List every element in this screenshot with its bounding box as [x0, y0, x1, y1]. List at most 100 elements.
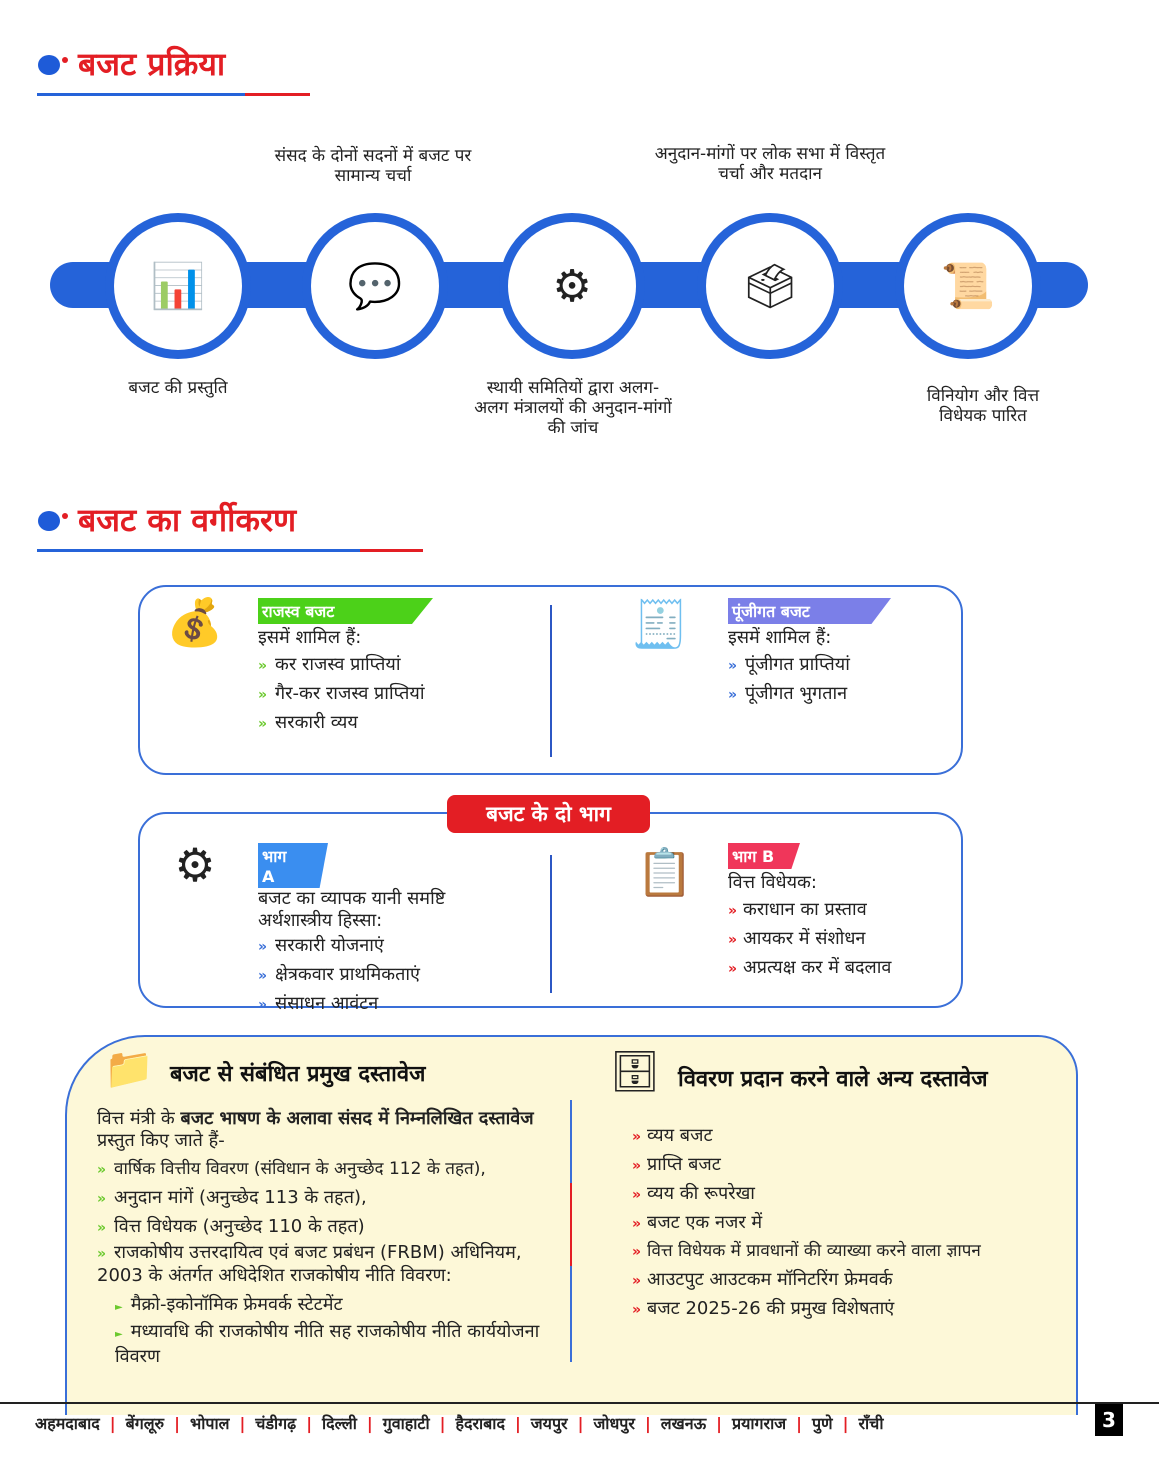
sub-item: मैक्रो-इकोनॉमिक फ्रेमवर्क स्टेटमेंट: [115, 1291, 557, 1321]
capital-tag: पूंजीगत बजट: [728, 598, 891, 624]
list-item: व्यय की रूपरेखा: [632, 1180, 981, 1209]
left-doc-title: बजट से संबंधित प्रमुख दस्तावेज: [170, 1062, 426, 1087]
separator: |: [366, 1413, 373, 1433]
revenue-tag: राजस्व बजट: [258, 598, 433, 624]
divider: [550, 605, 552, 757]
intro-text: बजट का व्यापक यानी समष्टि अर्थशास्त्रीय …: [258, 888, 446, 931]
step-2-label: संसद के दोनों सदनों में बजट पर सामान्य च…: [274, 146, 472, 186]
separator: |: [439, 1413, 446, 1433]
receipt-cash-icon: 🧾: [631, 597, 689, 651]
logo-icon: [38, 509, 68, 531]
part-a-tag: भाग A: [258, 843, 328, 888]
bill-gavel-icon: 📜: [904, 222, 1032, 350]
footer-city: जोधपुर: [593, 1414, 635, 1433]
section-title-budget-process: बजट प्रक्रिया: [38, 42, 225, 85]
footer-city: पुणे: [811, 1414, 833, 1433]
list-item: वार्षिक वित्तीय विवरण (संविधान के अनुच्छ…: [97, 1156, 557, 1184]
part-b: भाग B वित्त विधेयक: कराधान का प्रस्ताव आ…: [728, 843, 891, 983]
step-4-label: अनुदान-मांगों पर लोक सभा में विस्तृत चर्…: [654, 144, 886, 184]
separator: |: [514, 1413, 521, 1433]
step-4-circle: 🗳: [697, 213, 843, 359]
finance-bill-icon: 📋: [636, 845, 694, 899]
footer-city: राँची: [858, 1414, 884, 1433]
separator: |: [716, 1413, 723, 1433]
list-item: संसाधन आवंटन: [258, 990, 478, 1019]
footer-city: चंडीगढ़: [255, 1414, 297, 1433]
list-item: सरकारी योजनाएं: [258, 932, 478, 961]
list-item: व्यय बजट: [632, 1122, 981, 1151]
list-item: पूंजीगत प्राप्तियां: [728, 651, 891, 680]
intro-text: इसमें शामिल हैं:: [728, 627, 832, 648]
intro-text: वित्त मंत्री के: [97, 1108, 181, 1129]
divider: [550, 855, 552, 993]
part-b-tag: भाग B: [728, 843, 800, 869]
committee-icon: ⚙: [508, 222, 636, 350]
list-item: सरकारी व्यय: [258, 709, 433, 738]
list-item: आउटपुट आउटकम मॉनिटरिंग फ्रेमवर्क: [632, 1266, 981, 1295]
folder-money-icon: 📁: [104, 1046, 154, 1092]
step-1-label: बजट की प्रस्तुति: [128, 378, 228, 398]
title-text: बजट प्रक्रिया: [78, 45, 226, 83]
separator: |: [842, 1413, 849, 1433]
divider: [360, 549, 423, 552]
section-title-budget-classification: बजट का वर्गीकरण: [38, 498, 296, 541]
intro-text: इसमें शामिल हैं:: [258, 627, 362, 648]
left-doc-content: वित्त मंत्री के बजट भाषण के अलावा संसद म…: [97, 1108, 557, 1368]
discussion-icon: 💬: [311, 222, 439, 350]
step-1-circle: 📊: [105, 213, 251, 359]
divider: [37, 549, 360, 552]
separator: |: [577, 1413, 584, 1433]
intro-text: वित्त विधेयक:: [728, 872, 817, 893]
list-item: प्राप्ति बजट: [632, 1151, 981, 1180]
divider: [245, 93, 310, 96]
money-bag-calculator-icon: 💰: [166, 595, 224, 649]
separator: |: [796, 1413, 802, 1433]
step-5-label: विनियोग और वित्त विधेयक पारित: [926, 386, 1040, 426]
step-3-label: स्थायी समितियों द्वारा अलग-अलग मंत्रालयो…: [474, 378, 672, 438]
sub-item: मध्यावधि की राजकोषीय नीति सह राजकोषीय नी…: [115, 1321, 557, 1368]
intro-bold: बजट भाषण के अलावा संसद में निम्नलिखित दस…: [180, 1108, 534, 1129]
separator: |: [644, 1413, 651, 1433]
footer-city: लखनऊ: [660, 1414, 707, 1433]
list-item: बजट 2025-26 की प्रमुख विशेषताएं: [632, 1295, 981, 1324]
title-text: बजट का वर्गीकरण: [78, 501, 297, 539]
footer-city: दिल्ली: [322, 1414, 357, 1433]
footer-city: बेंगलूरु: [125, 1414, 165, 1433]
list-item: क्षेत्रकवार प्राथमिकताएं: [258, 961, 478, 990]
list-item: वित्त विधेयक (अनुच्छेद 110 के तहत): [97, 1213, 557, 1242]
right-doc-title: विवरण प्रदान करने वाले अन्य दस्तावेज: [678, 1067, 988, 1092]
divider-accent: [570, 1183, 572, 1266]
gear-chart-icon: ⚙: [174, 838, 216, 892]
footer-city: भोपाल: [189, 1414, 230, 1433]
list-item: कर राजस्व प्राप्तियां: [258, 651, 433, 680]
page-number: 3: [1095, 1404, 1123, 1436]
document-cabinet-icon: 🗄: [609, 1049, 661, 1095]
divider: [37, 93, 245, 96]
separator: |: [109, 1413, 116, 1433]
list-item: गैर-कर राजस्व प्राप्तियां: [258, 680, 433, 709]
list-item: आयकर में संशोधन: [728, 925, 891, 954]
capital-budget: पूंजीगत बजट इसमें शामिल हैं: पूंजीगत प्र…: [728, 598, 891, 709]
footer-city: प्रयागराज: [732, 1414, 787, 1433]
step-3-circle: ⚙: [499, 213, 645, 359]
list-item: कराधान का प्रस्ताव: [728, 896, 891, 925]
right-doc-list: व्यय बजट प्राप्ति बजट व्यय की रूपरेखा बज…: [632, 1122, 981, 1324]
footer-city: गुवाहाटी: [382, 1414, 430, 1433]
list-item: बजट एक नजर में: [632, 1209, 981, 1238]
part-a: भाग A बजट का व्यापक यानी समष्टि अर्थशास्…: [258, 843, 478, 1019]
list-item: वित्त विधेयक में प्रावधानों की व्याख्या …: [632, 1238, 981, 1266]
logo-icon: [38, 53, 68, 75]
revenue-budget: राजस्व बजट इसमें शामिल हैं: कर राजस्व प्…: [258, 598, 433, 738]
footer-city: जयपुर: [530, 1414, 568, 1433]
step-5-circle: 📜: [895, 213, 1041, 359]
list-item: राजकोषीय उत्तरदायित्व एवं बजट प्रबंधन (F…: [97, 1242, 557, 1287]
separator: |: [239, 1413, 246, 1433]
footer-cities: अहमदाबाद|बेंगलूरु|भोपाल|चंडीगढ़|दिल्ली|ग…: [0, 1402, 1159, 1442]
budget-parts-title: बजट के दो भाग: [447, 795, 650, 833]
separator: |: [306, 1413, 313, 1433]
step-2-circle: 💬: [302, 213, 448, 359]
vote-box-icon: 🗳: [706, 222, 834, 350]
list-item: पूंजीगत भुगतान: [728, 680, 891, 709]
list-item: अनुदान मांगें (अनुच्छेद 113 के तहत),: [97, 1184, 557, 1213]
footer-city: हैदराबाद: [455, 1414, 505, 1433]
